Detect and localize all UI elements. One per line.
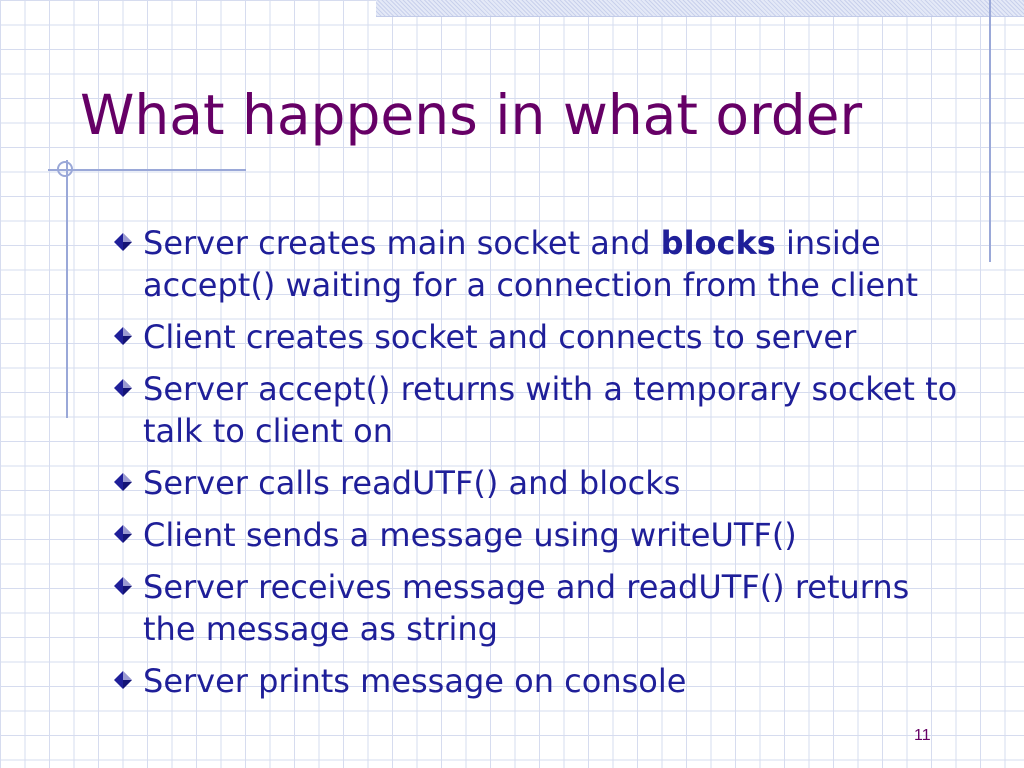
bullet-list: Server creates main socket and blocks in… (103, 222, 983, 712)
diamond-bullet-icon (103, 514, 143, 554)
bold-keyword: blocks (660, 224, 776, 262)
diamond-bullet-icon (103, 660, 143, 700)
title-underline-rule (48, 169, 246, 171)
bullet-item: Server calls readUTF() and blocks (103, 462, 983, 504)
bullet-text: Server receives message and readUTF() re… (143, 568, 910, 648)
top-decorative-band (376, 0, 1024, 17)
bullet-text: Client sends a message using writeUTF() (143, 516, 797, 554)
bullet-text: Server creates main socket and blocks in… (143, 224, 919, 304)
bullet-text: Client creates socket and connects to se… (143, 318, 857, 356)
bullet-text: Server accept() returns with a temporary… (143, 370, 958, 450)
bullet-item: Server receives message and readUTF() re… (103, 566, 983, 650)
bullet-item: Client sends a message using writeUTF() (103, 514, 983, 556)
bullet-item: Server creates main socket and blocks in… (103, 222, 983, 306)
diamond-bullet-icon (103, 462, 143, 502)
diamond-bullet-icon (103, 368, 143, 408)
bullet-item: Server prints message on console (103, 660, 983, 702)
bullet-item: Client creates socket and connects to se… (103, 316, 983, 358)
bullet-text: Server calls readUTF() and blocks (143, 464, 681, 502)
corner-circle-mark (57, 161, 73, 177)
left-vertical-rule (66, 160, 68, 418)
bullet-text: Server prints message on console (143, 662, 687, 700)
diamond-bullet-icon (103, 566, 143, 606)
diamond-bullet-icon (103, 316, 143, 356)
bullet-item: Server accept() returns with a temporary… (103, 368, 983, 452)
slide-title: What happens in what order (80, 83, 863, 147)
diamond-bullet-icon (103, 222, 143, 262)
page-number: 11 (914, 727, 931, 744)
right-vertical-rule (989, 0, 991, 262)
